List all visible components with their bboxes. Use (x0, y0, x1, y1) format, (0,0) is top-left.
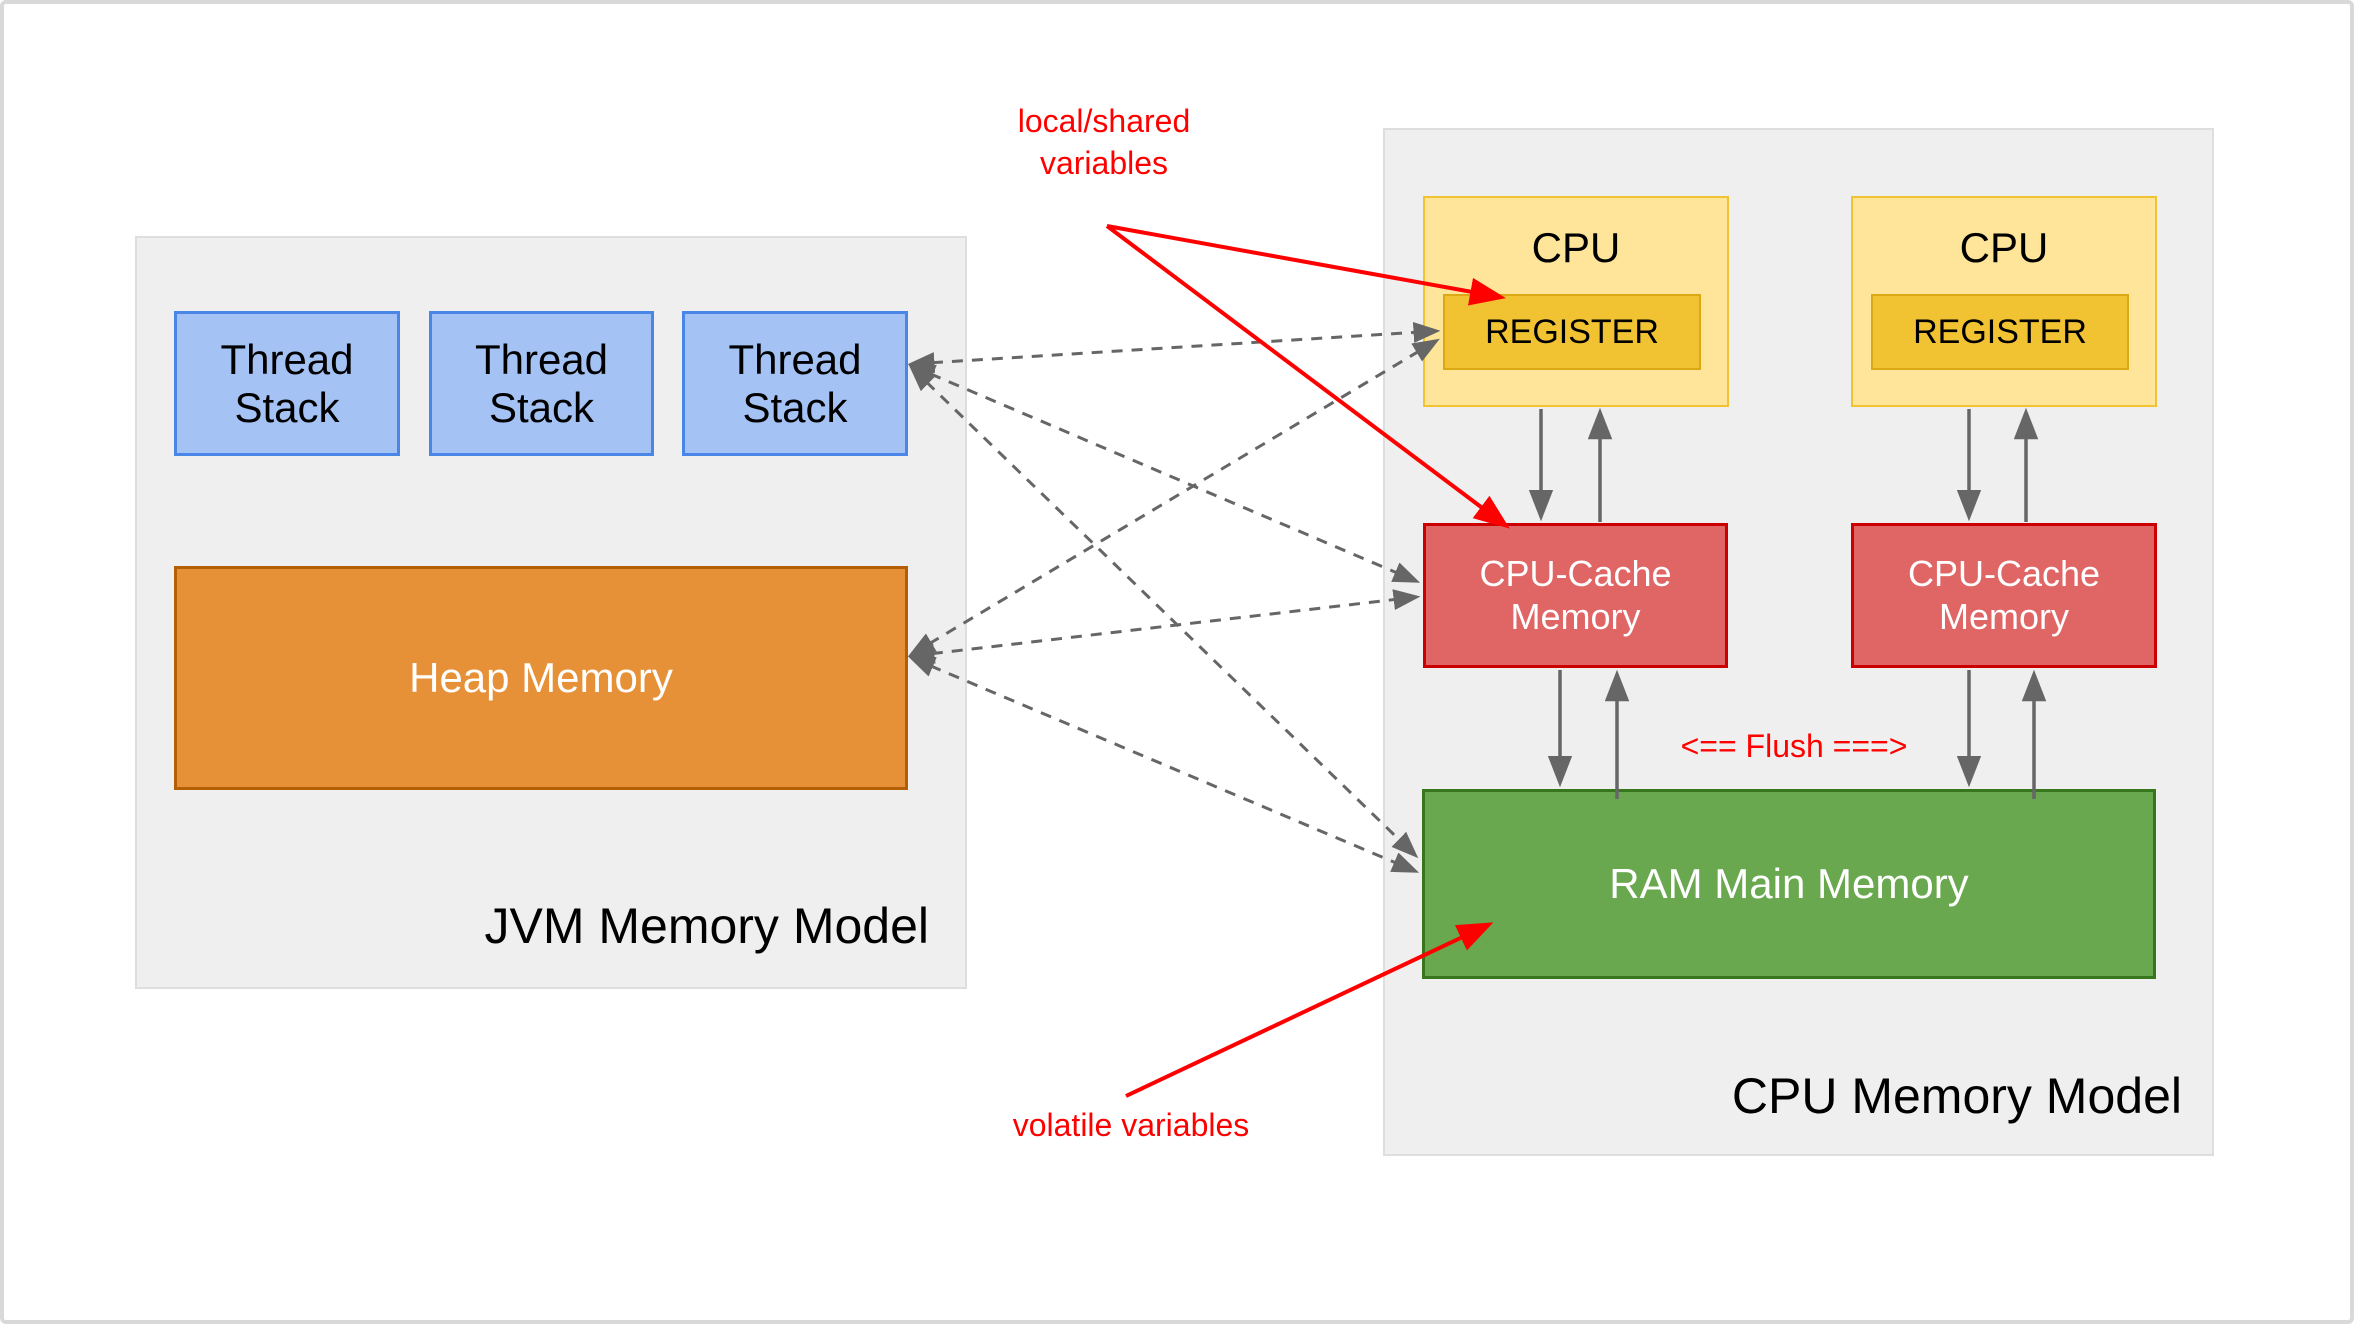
heap-memory-box: Heap Memory (174, 566, 908, 790)
thread-stack-label-3: Thread Stack (728, 336, 862, 431)
thread3-register1-dashed (907, 321, 1441, 374)
register-label-1: REGISTER (1485, 312, 1659, 351)
local-shared-variables-annotation: local/shared variables (1017, 103, 1191, 182)
register-box-1: REGISTER (1443, 294, 1701, 370)
ram-main-memory-box: RAM Main Memory (1422, 789, 2156, 979)
thread-stack-box-2: Thread Stack (429, 311, 654, 456)
cpu-cache-box-2: CPU-Cache Memory (1851, 523, 2157, 668)
thread-stack-label-2: Thread Stack (474, 336, 609, 431)
thread3-ram-dashed (908, 364, 1419, 859)
thread-stack-box-3: Thread Stack (682, 311, 908, 456)
register-box-2: REGISTER (1871, 294, 2129, 370)
heap-register1-dashed (908, 338, 1440, 657)
thread-stack-box-1: Thread Stack (174, 311, 400, 456)
cpu-panel-title: CPU Memory Model (1731, 1068, 2182, 1124)
thread-stack-label-1: Thread Stack (220, 336, 354, 431)
thread3-cache1-dashed (907, 364, 1421, 583)
cpu-label-1: CPU (1531, 224, 1621, 271)
register-label-2: REGISTER (1913, 312, 2087, 351)
jvm-panel-title: JVM Memory Model (484, 898, 929, 954)
flush-annotation: <== Flush ===> (1680, 728, 1908, 764)
heap-cache1-dashed (907, 589, 1421, 664)
heap-memory-label: Heap Memory (409, 654, 673, 701)
cpu-cache-label-1: CPU-Cache Memory (1479, 553, 1672, 637)
cpu-label-2: CPU (1959, 224, 2049, 271)
volatile-variables-annotation: volatile variables (1012, 1107, 1250, 1143)
cpu-cache-box-1: CPU-Cache Memory (1423, 523, 1728, 668)
ram-main-memory-label: RAM Main Memory (1609, 860, 1969, 907)
cpu-cache-label-2: CPU-Cache Memory (1907, 553, 2101, 637)
heap-ram-dashed (907, 656, 1420, 873)
